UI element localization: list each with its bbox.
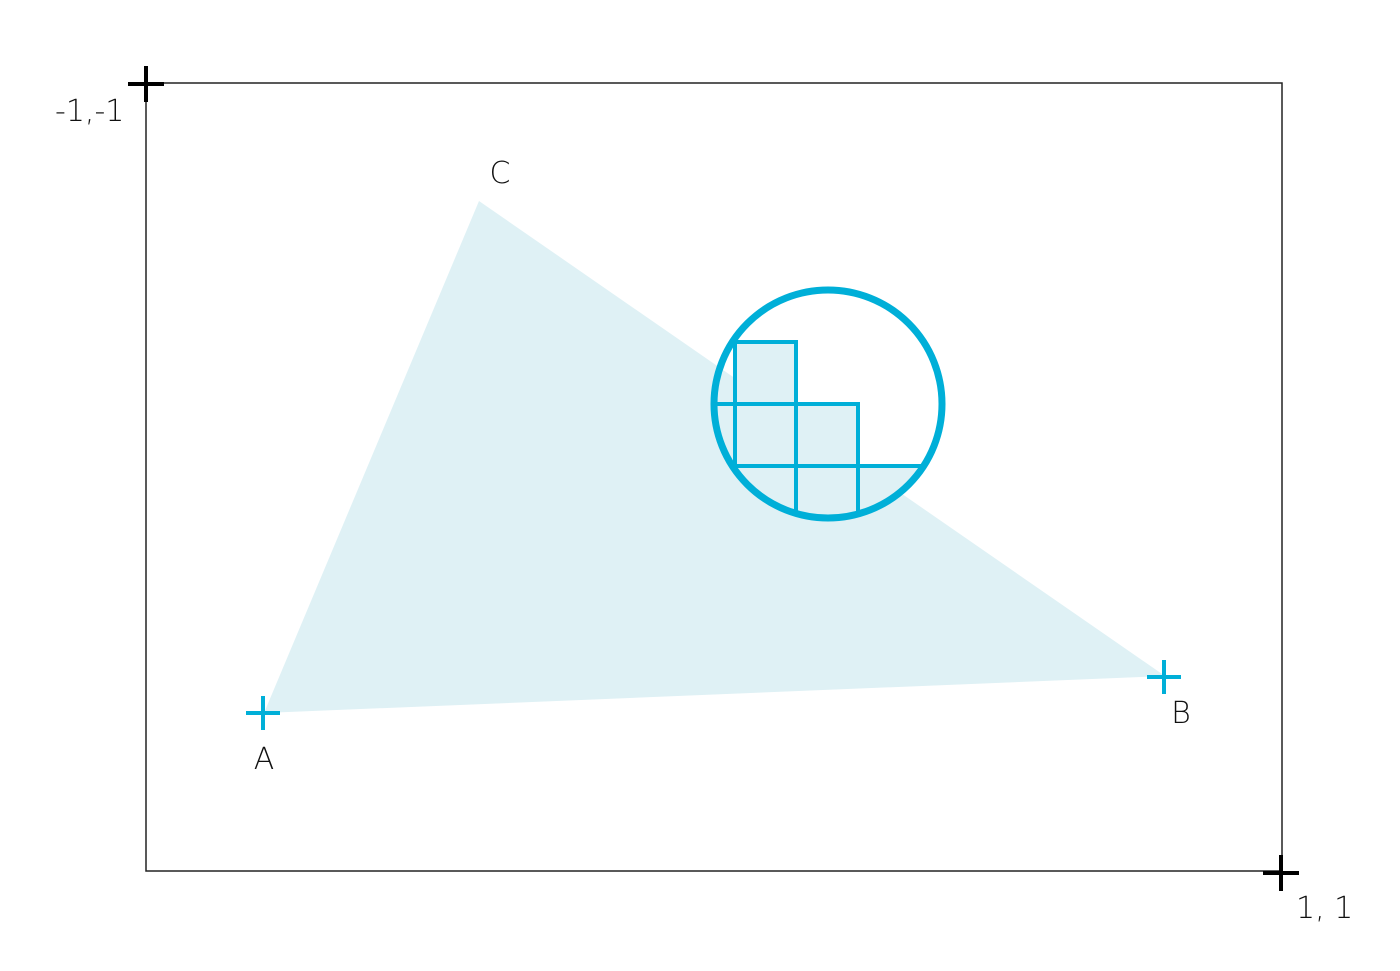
plus-icon xyxy=(246,696,280,730)
vertex-label-b: B xyxy=(1171,696,1191,731)
triangle xyxy=(264,201,1165,713)
corner-label-top-left: -1,-1 xyxy=(55,94,124,129)
plus-icon xyxy=(1263,855,1299,891)
zoom-circle xyxy=(710,286,946,522)
pixel-cell xyxy=(733,340,798,406)
plus-icon xyxy=(128,66,164,102)
pixel-cell xyxy=(794,402,860,468)
viewport-frame xyxy=(145,82,1283,872)
vertex-label-a: A xyxy=(254,742,275,777)
plus-icon xyxy=(1147,660,1181,694)
pixel-cell xyxy=(733,402,798,468)
vertex-label-c: C xyxy=(490,156,511,191)
corner-label-bottom-right: 1, 1 xyxy=(1296,891,1353,926)
